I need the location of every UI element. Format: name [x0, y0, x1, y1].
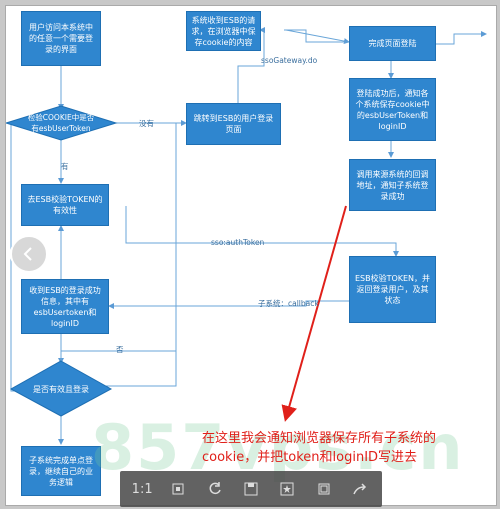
box-verify-token: 去ESB校验TOKEN的有效性 [21, 184, 109, 226]
previous-button[interactable] [10, 235, 48, 273]
favorite-button[interactable] [275, 477, 299, 501]
fullscreen-icon [318, 483, 330, 495]
box-redirect-esb: 跳转到ESB的用户登录页面 [186, 103, 281, 145]
arrow-esb-to-complete [285, 29, 350, 45]
label-no-cookie: 没有 [139, 119, 154, 128]
rotate-icon [209, 482, 221, 495]
box-user-visit: 用户访问本系统中的任意一个需要登录的界面 [21, 11, 101, 66]
label-has-cookie: 有 [61, 162, 69, 171]
annotation-text: 在这里我会通知浏览器保存所有子系统的 cookie，并把token和loginI… [202, 429, 436, 467]
fit-window-button[interactable] [166, 477, 190, 501]
box-complete-login: 完成页面登陆 [349, 26, 436, 61]
arrow-verify-to-esbverify [125, 206, 399, 257]
save-button[interactable] [239, 477, 263, 501]
fit-icon [172, 483, 184, 495]
arrow-complete-to-right [436, 31, 487, 45]
connector-layer [6, 27, 487, 445]
actual-size-button[interactable]: 1:1 [131, 481, 153, 497]
diamond-check-cookie [6, 105, 118, 141]
fullscreen-button[interactable] [312, 477, 336, 501]
annotation-arrow [281, 205, 347, 422]
annotation-line-1: 在这里我会通知浏览器保存所有子系统的 [202, 431, 437, 446]
box-esb-verify: ESB校验TOKEN，并返回登录用户，及其状态 [349, 256, 436, 323]
label-sso-auth: sso:authToken [211, 238, 265, 247]
annotation-line-2: cookie，并把token和loginID写进去 [202, 450, 418, 465]
rotate-button[interactable] [203, 477, 227, 501]
save-icon [244, 482, 258, 496]
box-is-valid: 是否有效且登录 [33, 384, 89, 394]
box-call-source: 调用来源系统的回调地址，通知子系统登录成功 [349, 159, 436, 211]
box-sub-complete: 子系统完成单点登录，继续自己的业务逻辑 [21, 446, 101, 496]
label-no-valid: 否 [116, 345, 124, 354]
box-esb-receive: 系统收到ESB的请求，在浏览器中保存cookie的内容 [186, 11, 261, 51]
box-login-success: 登陆成功后，通知各个系统保存cookie中的esbUserToken和login… [349, 78, 436, 141]
label-sso-gateway: ssoGateway.do [261, 56, 318, 65]
share-button[interactable] [348, 477, 372, 501]
share-icon [353, 483, 366, 495]
diamond-is-valid [9, 360, 113, 417]
viewer-toolbar: 1:1 [120, 471, 382, 507]
arrow-esbverify-to-receive [108, 300, 349, 309]
arrow-invalid-back [101, 123, 177, 387]
box-receive-login: 收到ESB的登录成功信息，其中有esbUsertoken和loginID [21, 279, 109, 334]
diagram-canvas: 用户访问本系统中的任意一个需要登录的界面 检验COOKIE中是否有esbUser… [5, 5, 497, 506]
label-callback: 子系统：callback [258, 299, 319, 308]
star-icon [280, 482, 294, 496]
chevron-left-icon [23, 247, 32, 261]
box-check-cookie: 检验COOKIE中是否有esbUserToken [27, 113, 95, 133]
